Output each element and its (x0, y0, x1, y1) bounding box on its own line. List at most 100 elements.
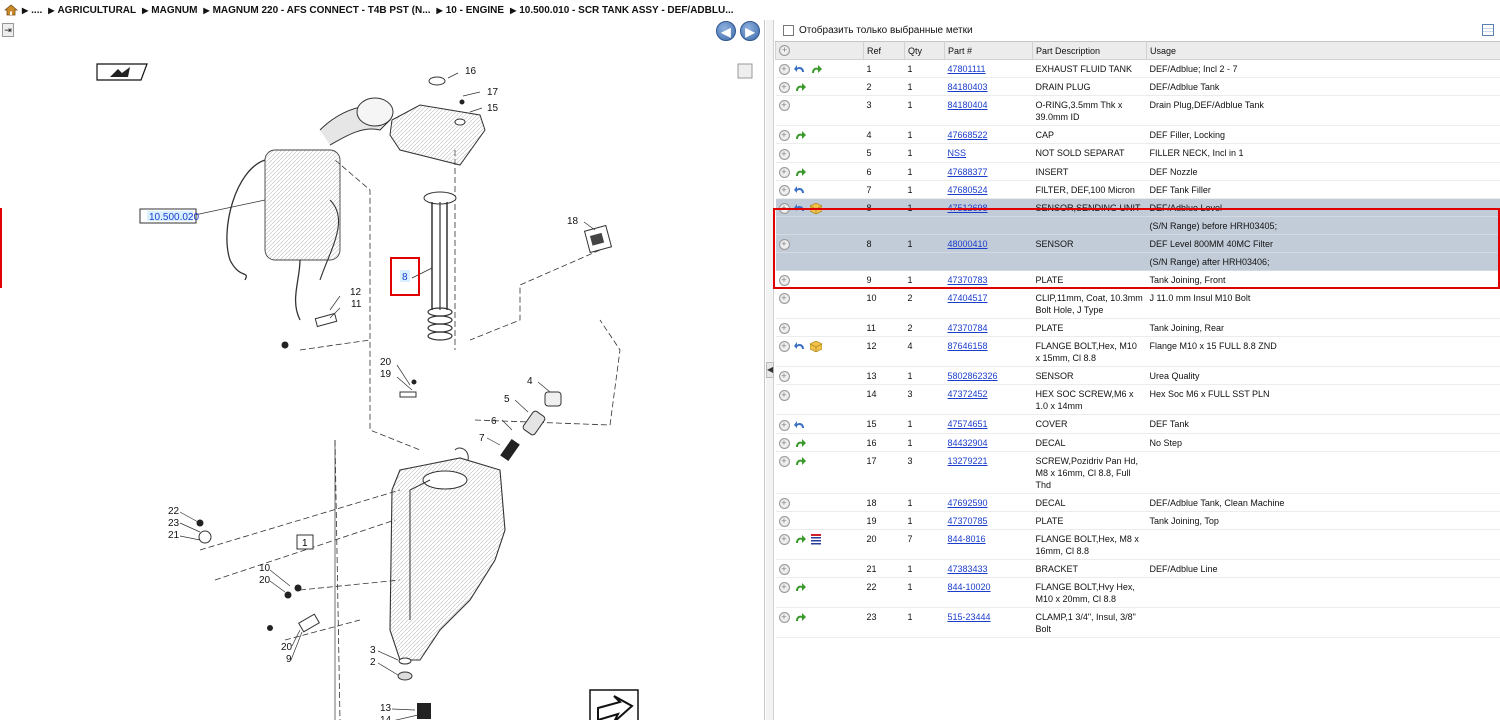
callout-21[interactable]: 21 (168, 530, 180, 541)
breadcrumb-item-assembly[interactable]: 10.500.010 - SCR TANK ASSY - DEF/ADBLU..… (519, 4, 734, 16)
filler-insert[interactable] (522, 410, 546, 436)
header-part-number[interactable]: Part # (944, 41, 1033, 60)
forward-arrow-icon[interactable] (794, 534, 806, 545)
expand-row-icon[interactable]: + (778, 275, 790, 287)
expand-row-icon[interactable]: + (778, 341, 790, 353)
reuse-arrow-icon[interactable] (793, 185, 806, 196)
forward-arrow-icon[interactable] (794, 130, 806, 141)
header-ref[interactable]: Ref (863, 41, 905, 60)
selected-callout-label[interactable]: 8 (402, 272, 408, 283)
reuse-arrow-icon[interactable] (793, 203, 806, 214)
part-number-link[interactable]: 47404517 (947, 293, 988, 304)
expand-row-icon[interactable]: + (778, 130, 790, 142)
callout-23[interactable]: 23 (168, 518, 180, 529)
expand-row-icon[interactable]: + (778, 455, 790, 467)
part-number-link[interactable]: 47692590 (947, 497, 988, 508)
expand-row-icon[interactable]: + (778, 100, 790, 112)
breadcrumb-item-engine[interactable]: 10 - ENGINE (445, 4, 505, 16)
forward-arrow-icon[interactable] (794, 167, 806, 178)
callout-10[interactable]: 10 (259, 563, 271, 574)
reuse-arrow-icon[interactable] (793, 64, 806, 75)
callout-19[interactable]: 19 (380, 369, 392, 380)
part-number-link[interactable]: 47370783 (947, 275, 988, 285)
part-number-link[interactable]: 47801111 (947, 64, 986, 74)
expand-row-icon[interactable]: + (778, 419, 790, 431)
callout-20-lower[interactable]: 20 (259, 575, 271, 586)
forward-arrow-icon[interactable] (794, 456, 806, 467)
callout-20-bottom[interactable]: 20 (281, 642, 293, 653)
expand-row-icon[interactable]: + (778, 437, 790, 449)
callout-12[interactable]: 12 (350, 287, 362, 298)
expand-row-icon[interactable]: + (778, 239, 790, 250)
next-diagram-arrow-icon[interactable] (589, 689, 639, 720)
callout-14[interactable]: 14 (380, 715, 392, 720)
part-number-link[interactable]: 84432904 (947, 437, 988, 448)
part-number-link[interactable]: 13279221 (947, 455, 988, 466)
header-qty[interactable]: Qty (904, 41, 945, 60)
urea-quality-sensor[interactable] (417, 703, 431, 720)
header-part-description[interactable]: Part Description (1032, 41, 1147, 60)
part-number-link[interactable]: 48000410 (947, 238, 988, 249)
callout-15[interactable]: 15 (487, 103, 499, 114)
callout-16[interactable]: 16 (465, 66, 477, 77)
expand-row-icon[interactable]: + (778, 184, 790, 196)
breadcrumb-item-root[interactable]: .... (31, 4, 43, 16)
callout-13[interactable]: 13 (380, 703, 392, 714)
expand-row-icon[interactable]: + (778, 148, 790, 160)
filler-cap[interactable] (544, 391, 562, 407)
callout-18[interactable]: 18 (567, 216, 579, 227)
expand-row-icon[interactable]: + (778, 582, 790, 594)
expand-row-icon[interactable]: + (778, 497, 790, 509)
callout-11[interactable]: 11 (351, 299, 362, 310)
reuse-arrow-icon[interactable] (793, 341, 806, 352)
part-number-link[interactable]: 515-23444 (947, 612, 991, 622)
show-selected-only-checkbox[interactable] (783, 24, 794, 36)
part-number-link[interactable]: 47370785 (947, 515, 988, 526)
forward-arrow-icon[interactable] (794, 612, 806, 623)
package-icon[interactable] (809, 202, 822, 215)
small-hardware-parts[interactable] (196, 99, 465, 633)
part-number-link[interactable]: 47372452 (947, 389, 988, 400)
forward-arrow-icon[interactable] (794, 438, 806, 449)
exploded-diagram[interactable]: 10.500.020 8 (0, 40, 765, 720)
previous-page-button[interactable]: ◀ (716, 21, 736, 41)
part-number-link[interactable]: 87646158 (947, 341, 988, 352)
next-page-button[interactable]: ▶ (740, 21, 760, 41)
part-number-link[interactable]: 84180403 (947, 82, 988, 93)
callout-5[interactable]: 5 (504, 394, 510, 405)
part-number-link[interactable]: 844-8016 (947, 533, 986, 544)
expand-row-icon[interactable]: + (778, 202, 790, 214)
expand-row-icon[interactable]: + (778, 389, 790, 401)
part-number-link[interactable]: 5802862326 (947, 371, 998, 382)
callout-17[interactable]: 17 (487, 87, 499, 98)
reference-box-label[interactable]: 10.500.020 (149, 212, 199, 223)
callout-2[interactable]: 2 (370, 657, 376, 668)
part-number-link[interactable]: 47370784 (947, 323, 988, 334)
package-icon[interactable] (809, 341, 822, 353)
expand-row-icon[interactable]: + (778, 612, 790, 624)
callout-3[interactable]: 3 (370, 645, 376, 656)
part-number-link[interactable]: 844-10020 (947, 582, 991, 592)
breadcrumb-item-agricultural[interactable]: AGRICULTURAL (57, 4, 137, 16)
part-number-link[interactable]: 47668522 (947, 130, 988, 141)
filler-filter[interactable] (500, 438, 520, 462)
part-number-link[interactable]: 84180404 (947, 100, 988, 111)
callout-22[interactable]: 22 (168, 506, 180, 517)
exhaust-fluid-tank[interactable] (389, 447, 506, 661)
decal-part[interactable] (428, 76, 446, 86)
